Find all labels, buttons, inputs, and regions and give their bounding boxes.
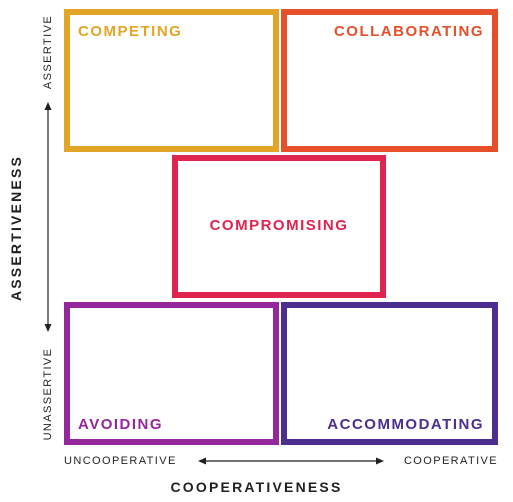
avoiding-box: AVOIDING [64,302,279,445]
avoiding-label: AVOIDING [78,416,164,433]
y-axis-title: ASSERTIVENESS [8,154,24,302]
competing-box: COMPETING [64,9,279,152]
y-axis-high-label: ASSERTIVE [42,14,54,90]
compromising-box: COMPROMISING [172,155,386,298]
collaborating-label: COLLABORATING [333,23,484,40]
vertical-double-arrow [44,102,52,332]
x-axis-low-label: UNCOOPERATIVE [64,455,177,467]
collaborating-box: COLLABORATING [281,9,498,152]
horizontal-double-arrow [198,457,384,465]
y-axis-low-label: UNASSERTIVE [42,347,54,441]
accommodating-box: ACCOMMODATING [281,302,498,445]
x-axis-title: COOPERATIVENESS [170,479,343,495]
x-axis-high-label: COOPERATIVE [403,455,498,467]
accommodating-label: ACCOMMODATING [327,416,484,433]
competing-label: COMPETING [78,23,183,40]
compromising-label: COMPROMISING [209,217,349,234]
